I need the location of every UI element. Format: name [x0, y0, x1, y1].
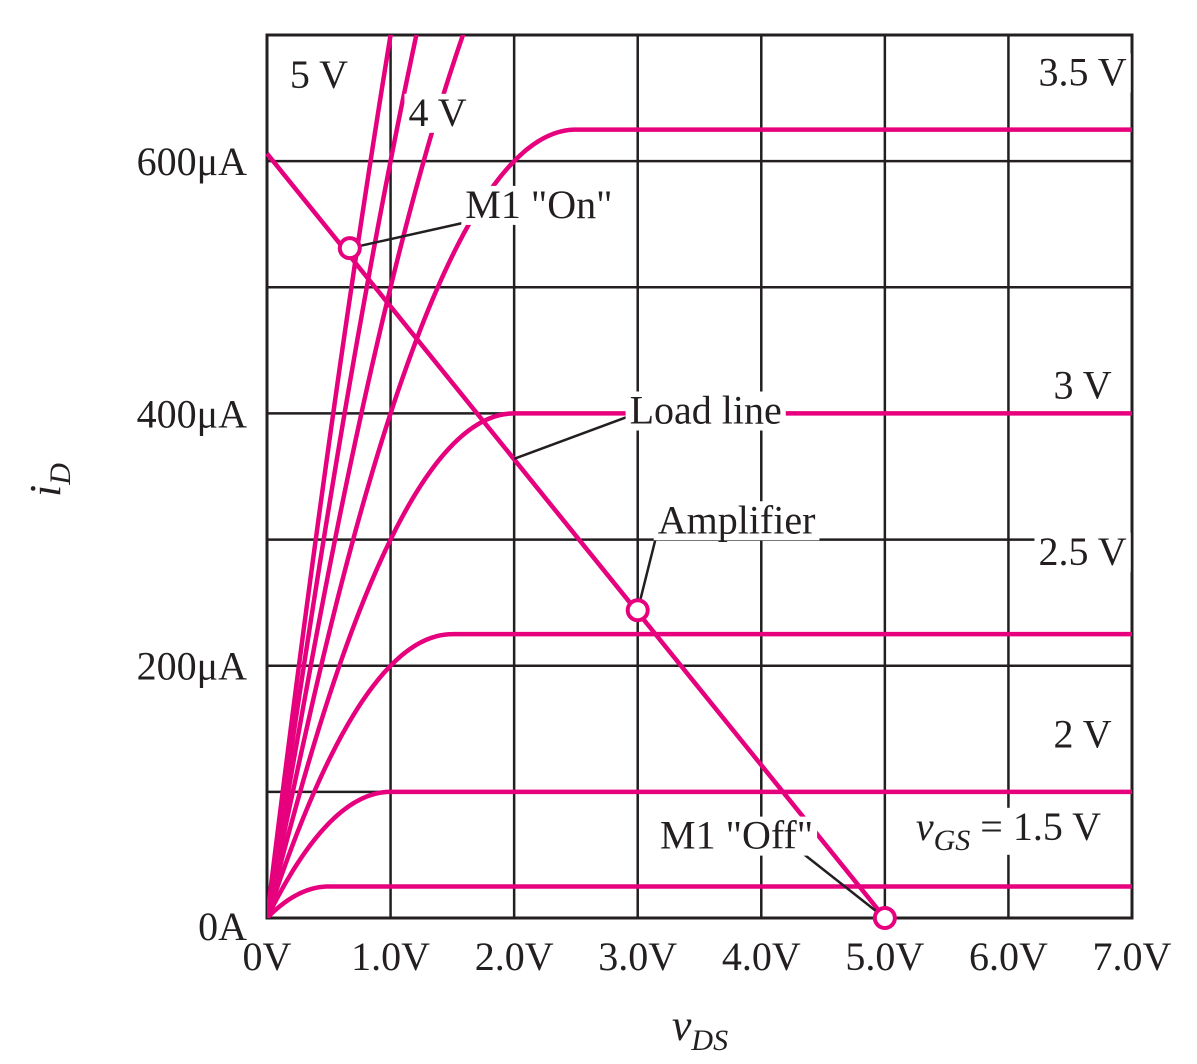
x-axis-title: vDS: [672, 1001, 728, 1057]
curve-label-text: 3.5 V: [1038, 49, 1126, 94]
leader-line: [349, 221, 464, 250]
x-tick-label: 6.0V: [969, 934, 1048, 979]
curve-label-text: 4 V: [408, 90, 466, 135]
operating-point-label-text: Amplifier: [658, 497, 816, 542]
curve-series: [267, 789, 1132, 918]
curve-label: 3.5 V: [1034, 49, 1131, 94]
vgs-label-main: v: [916, 804, 934, 849]
vgs-label-sub: GS: [934, 824, 971, 857]
x-tick-label: 2.0V: [475, 934, 554, 979]
vgs-label-rest: = 1.5 V: [970, 804, 1101, 849]
operating-point-label-bg: [653, 501, 820, 541]
curve-series: [267, 35, 466, 918]
operating-point-marker: [337, 236, 362, 261]
vgs-label: vGS = 1.5 V: [911, 804, 1106, 857]
tick-labels: 0V 1.0V 2.0V 3.0V 4.0V 5.0V 6.0V 7.0V 0A 200μA 400…: [137, 139, 1172, 979]
curve-label-text: 3 V: [1053, 362, 1111, 407]
curve-label-text: 5 V: [290, 52, 348, 97]
operating-point-label-text: M1 "Off": [660, 813, 813, 858]
curve-label-bg: [285, 55, 353, 95]
operating-point-label-text: M1 "On": [465, 182, 612, 227]
operating-point-label: Amplifier: [653, 497, 820, 542]
grid: [265, 33, 1134, 920]
operating-point-label-bg: [461, 185, 617, 225]
operating-point-label: M1 "On": [461, 182, 617, 227]
curve-series: [267, 631, 1132, 918]
curve-label: 4 V: [404, 90, 471, 135]
curve-label: 3 V: [1049, 362, 1116, 407]
curve-label: 2 V: [1049, 712, 1116, 757]
operating-point-label: M1 "Off": [656, 813, 818, 858]
load-line-group: [265, 152, 887, 920]
operating-points: [337, 236, 897, 930]
x-tick-label: 3.0V: [598, 934, 677, 979]
x-tick-label: 7.0V: [1093, 934, 1172, 979]
curve-label-bg: [1034, 53, 1131, 93]
curve-label-bg: [404, 93, 471, 133]
y-tick-label: 0A: [198, 904, 247, 949]
annotation-leaders: [349, 221, 886, 919]
vgs-label-text: vGS = 1.5 V: [916, 804, 1101, 857]
characteristic-curves: [267, 35, 1132, 918]
curve-series: [267, 35, 419, 918]
curve-series: [267, 884, 1132, 918]
load-line-label: Load line: [625, 388, 786, 433]
y-axis-title: iD: [21, 463, 77, 497]
x-tick-label: 1.0V: [351, 934, 430, 979]
curve-label-bg: [1049, 366, 1116, 406]
curve-label: 2.5 V: [1034, 529, 1131, 574]
curve-label: 5 V: [285, 52, 353, 97]
curve-series: [267, 127, 1132, 918]
leader-line: [636, 537, 657, 611]
curve-label-text: 2.5 V: [1038, 529, 1126, 574]
operating-point-marker: [872, 906, 897, 930]
operating-point-label-bg: [656, 816, 818, 856]
x-tick-label: 5.0V: [845, 934, 924, 979]
load-line-label-text: Load line: [630, 388, 782, 433]
load-line-leader: [513, 413, 635, 461]
y-tick-label: 400μA: [137, 391, 247, 436]
y-tick-label: 200μA: [137, 644, 247, 689]
x-tick-label: 4.0V: [722, 934, 801, 979]
plot-frame: [265, 33, 1134, 920]
vgs-label-bg: [911, 807, 1106, 855]
leader-line: [802, 852, 886, 919]
y-tick-label: 600μA: [137, 139, 247, 184]
curve-label-bg: [1034, 532, 1131, 572]
operating-point-marker: [625, 598, 650, 623]
x-tick-label: 0V: [243, 934, 292, 979]
annotation-labels: M1 "On" Amplifier M1 "Off" Load line 3.5 V 3 …: [285, 49, 1131, 858]
load-line-label-bg: [625, 391, 786, 431]
curve-label-bg: [1049, 715, 1116, 755]
load-line: [265, 152, 887, 920]
curve-label-text: 2 V: [1053, 712, 1111, 757]
